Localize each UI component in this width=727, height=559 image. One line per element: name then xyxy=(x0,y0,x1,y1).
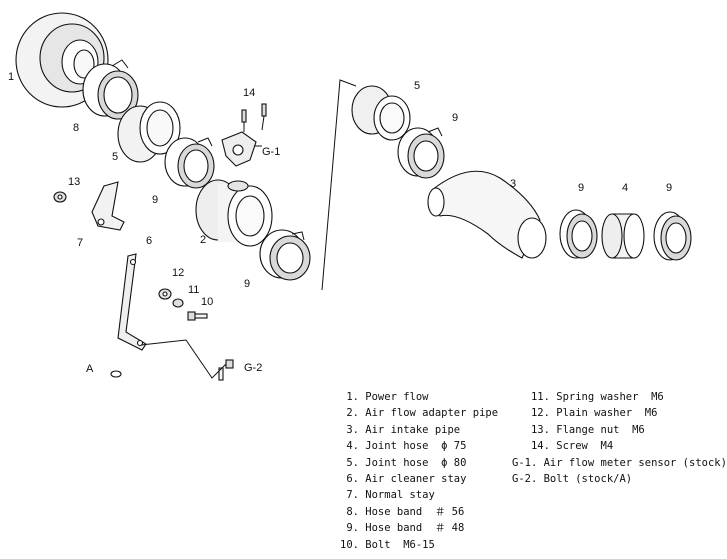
parts-list-item: 9. Hose band ＃ 48 xyxy=(340,522,465,535)
callout-4: 4 xyxy=(622,182,628,194)
spring-washer xyxy=(172,298,184,308)
callout-10: 10 xyxy=(201,296,213,308)
bolt-g2 xyxy=(218,359,234,381)
parts-list-item: 8. Hose band ＃ 56 xyxy=(340,505,465,518)
callout-labels: 1 8 5 9 2 9 14 G-1 13 7 6 12 11 10 A G-2… xyxy=(8,71,672,375)
plain-washer xyxy=(158,288,172,300)
joint-hose-80-right xyxy=(351,85,411,141)
parts-list-item: G-1. Air flow meter sensor (stock) xyxy=(512,456,727,469)
callout-9: 9 xyxy=(152,194,158,206)
callout-2: 2 xyxy=(200,234,206,246)
parts-list-item: 7. Normal stay xyxy=(340,489,435,502)
callout-6: 6 xyxy=(146,235,152,247)
assembly-lines xyxy=(140,79,357,379)
callout-1: 1 xyxy=(8,71,14,83)
parts-list-item: 1. Power flow xyxy=(340,391,429,403)
air-cleaner-stay xyxy=(110,253,147,378)
parts-list-item: 12. Plain washer M6 xyxy=(512,407,658,420)
joint-hose-80-left xyxy=(117,101,181,163)
callout-9: 9 xyxy=(452,112,458,124)
hose-band-48-right-c xyxy=(653,211,692,261)
callout-13: 13 xyxy=(68,176,80,188)
callout-5: 5 xyxy=(112,151,118,163)
parts-list-item: G-2. Bolt (stock/A) xyxy=(512,472,633,485)
callout-9: 9 xyxy=(244,278,250,290)
air-flow-adapter-pipe xyxy=(195,179,273,247)
callout-g2: G-2 xyxy=(244,362,262,374)
callout-12: 12 xyxy=(172,267,184,279)
hose-band-48-lower xyxy=(259,229,311,281)
parts-list-item: 10. Bolt M6-15 xyxy=(340,538,435,551)
parts-list-item: 6. Air cleaner stay xyxy=(340,472,467,485)
callout-5: 5 xyxy=(414,80,420,92)
air-flow-meter-sensor xyxy=(221,103,267,167)
callout-3: 3 xyxy=(510,178,516,190)
parts-list-item: 13. Flange nut M6 xyxy=(512,423,645,436)
parts-list-item: 3. Air intake pipe xyxy=(340,423,461,436)
parts-list-right: 11. Spring washer M6 12. Plain washer M6… xyxy=(512,389,727,487)
hose-band-56 xyxy=(82,59,139,120)
callout-9: 9 xyxy=(666,182,672,194)
hose-band-48-right-a xyxy=(397,127,445,179)
hose-band-48-right-b xyxy=(559,209,598,259)
parts-list-left: 1. Power flow 2. Air flow adapter pipe 3… xyxy=(340,389,498,553)
parts-list-item: 14. Screw M4 xyxy=(512,440,614,453)
parts-list-item: 2. Air flow adapter pipe xyxy=(340,407,499,420)
parts-list-item: 4. Joint hose ϕ 75 xyxy=(340,440,467,453)
bolt-m6 xyxy=(187,311,208,321)
flange-nut xyxy=(53,191,67,203)
callout-8: 8 xyxy=(73,122,79,134)
callout-g1: G-1 xyxy=(262,146,280,158)
parts-list-item: 5. Joint hose ϕ 80 xyxy=(340,456,467,469)
callout-9: 9 xyxy=(578,182,584,194)
air-intake-pipe xyxy=(427,170,547,259)
callout-a: A xyxy=(86,363,94,375)
callout-7: 7 xyxy=(77,237,83,249)
hose-band-48-left xyxy=(164,137,215,189)
normal-stay xyxy=(91,181,125,231)
joint-hose-75 xyxy=(601,213,645,259)
parts-list-item: 11. Spring washer M6 xyxy=(512,391,664,403)
callout-14: 14 xyxy=(243,87,255,99)
callout-11: 11 xyxy=(188,284,199,296)
